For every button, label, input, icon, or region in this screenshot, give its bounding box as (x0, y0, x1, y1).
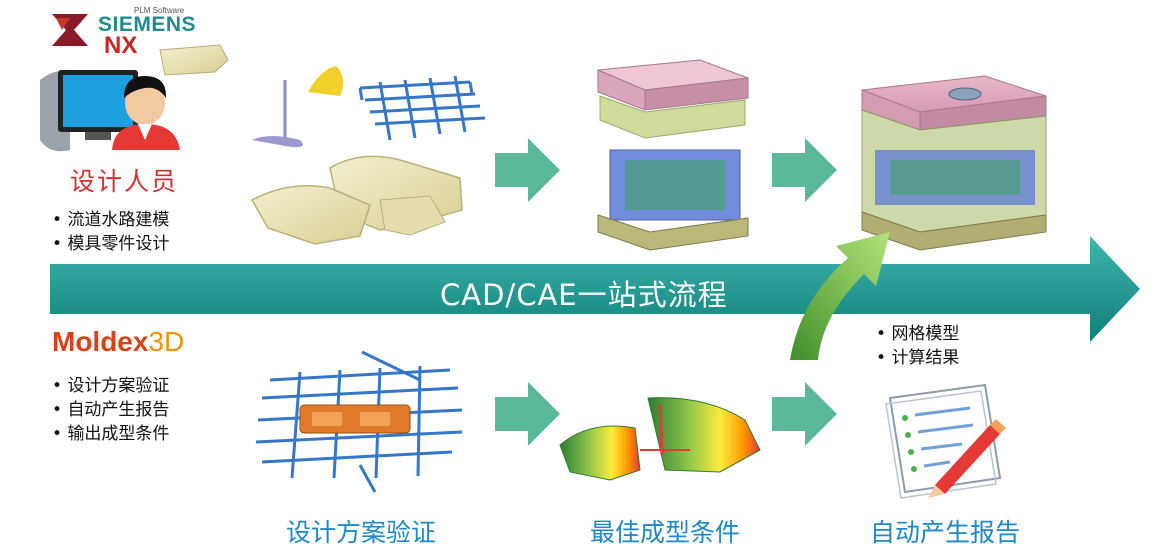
siemens-logo-icon (52, 14, 88, 46)
plm-software-label: PLM Software (134, 6, 185, 15)
process-banner-arrow (50, 236, 1140, 342)
designer-task-item: 模具零件设计 (52, 232, 169, 256)
moldex-logo-main: Moldex (52, 326, 149, 357)
flow-arrow-icon (495, 138, 837, 446)
moldex3d-logo: Moldex3D (52, 326, 184, 358)
moldex-task-list: 设计方案验证 自动产生报告 输出成型条件 (52, 374, 169, 446)
filling-analysis-image (559, 397, 761, 481)
bottom-label-design-verify: 设计方案验证 (286, 518, 437, 547)
mold-assembled-image (861, 75, 1047, 251)
upward-curve-arrow-icon (790, 232, 890, 360)
small-part-image (159, 44, 229, 76)
moldex-task-item: 输出成型条件 (52, 422, 169, 446)
banner-label: CAD/CAE一站式流程 (440, 278, 728, 312)
designer-task-list: 流道水路建模 模具零件设计 (52, 208, 169, 256)
runner-sketch-image (252, 66, 344, 148)
mold-exploded-image (597, 59, 749, 251)
results-item: 网格模型 (876, 322, 959, 346)
designer-task-item: 流道水路建模 (52, 208, 169, 232)
bottom-label-best-conditions: 最佳成型条件 (590, 518, 741, 547)
runner-layout-image (255, 350, 463, 493)
results-list: 网格模型 计算结果 (876, 322, 959, 370)
bottom-label-auto-report: 自动产生报告 (870, 518, 1021, 547)
report-icon (885, 383, 1006, 499)
moldex-logo-suffix: 3D (148, 326, 185, 357)
designer-avatar-icon (40, 70, 180, 152)
nx-logo-text: NX (104, 32, 138, 59)
designer-title: 设计人员 (70, 167, 179, 196)
cooling-channel-image (358, 75, 486, 141)
moldex-task-item: 自动产生报告 (52, 398, 169, 422)
results-item: 计算结果 (876, 346, 959, 370)
moldex-task-item: 设计方案验证 (52, 374, 169, 398)
siemens-logo-text: SIEMENS (98, 13, 197, 36)
plastic-part-image (250, 155, 463, 245)
